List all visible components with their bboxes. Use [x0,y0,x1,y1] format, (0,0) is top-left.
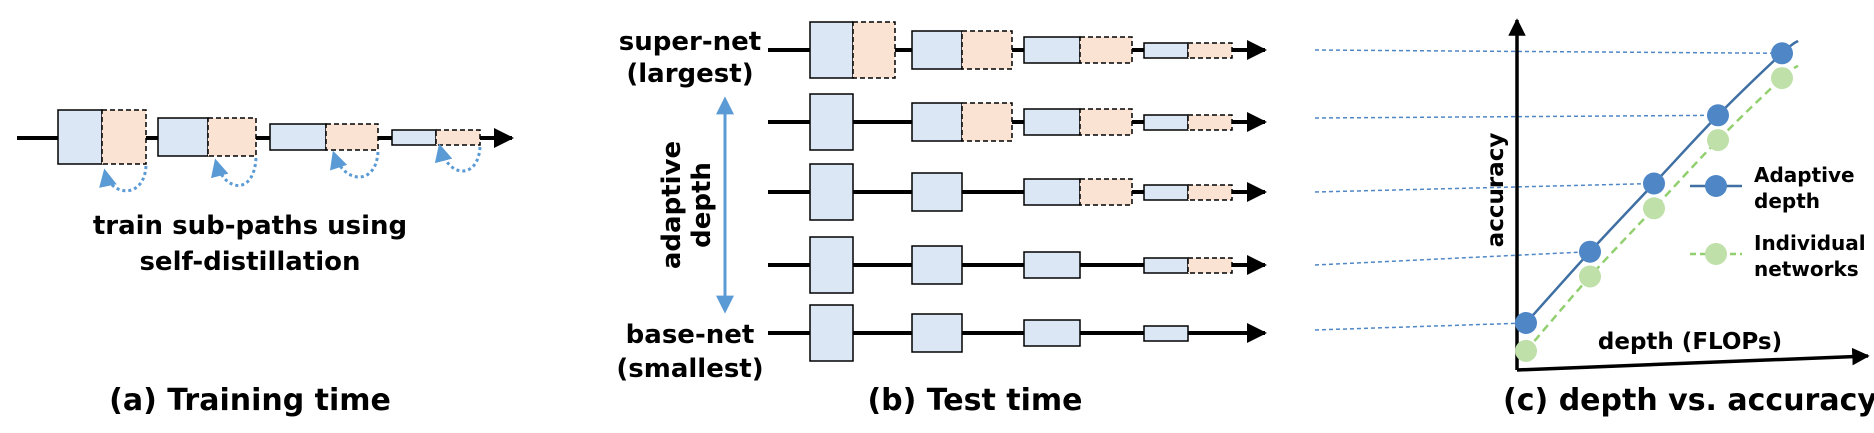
data-point [1515,339,1537,362]
legend-marker [1705,175,1727,197]
panel-a-blocks [57,109,481,165]
data-point [1643,197,1665,220]
guide-line [1314,322,1527,331]
network-row-2 [768,93,1267,151]
row-1-block-3-extra [1079,36,1133,64]
block-2-base [157,117,209,157]
distill-arrow-1 [99,165,148,193]
row-5-block-3 [1023,319,1081,347]
super-net-label-line2: (largest) [626,59,753,89]
legend-label-line1: Adaptive [1754,163,1855,187]
row-to-point-guides [1314,49,1783,331]
block-4-extra [435,129,481,146]
super-net-label-line1: super-net [619,27,761,57]
row-1-block-2 [911,30,963,70]
x-axis-label: depth (FLOPs) [1598,329,1782,355]
adaptive-label-line1: adaptive [657,141,687,269]
block-2-extra [207,117,257,157]
block-3-extra [325,123,379,151]
data-point [1707,129,1729,152]
guide-line [1314,182,1655,193]
row-3-block-2 [911,172,963,212]
row-3-block-3-extra [1079,178,1133,206]
panel-a-training: train sub-paths using self-distillation … [17,109,514,418]
series-points [1515,42,1793,362]
x-axis [1516,347,1870,372]
row-2-block-4 [1143,114,1189,131]
legend-label-line2: depth [1754,189,1820,213]
adaptive-label-line2: depth [687,162,717,248]
data-point [1707,104,1729,127]
data-point [1771,67,1793,90]
block-4-base [391,129,437,146]
row-2-block-2 [911,102,963,142]
panel-b-test: super-net (largest) adaptive depth base-… [616,21,1267,418]
guide-line [1314,49,1783,55]
guide-line [1314,250,1591,266]
data-point [1771,42,1793,65]
row-5-block-1 [809,304,854,362]
base-net-label-line2: (smallest) [616,354,763,384]
base-net-label-line1: base-net [626,320,755,350]
row-4-block-2 [911,245,963,285]
self-distillation-arrows [99,143,482,193]
row-5-block-4 [1143,325,1189,342]
block-1-base [57,109,103,165]
panel-a-annotation-line2: self-distillation [139,247,360,277]
series-line [1525,64,1799,352]
panel-a-caption: (a) Training time [109,383,391,418]
distill-arrow-3 [330,150,380,179]
row-4-block-1 [809,236,854,294]
data-point [1579,265,1601,288]
panel-b-caption: (b) Test time [867,383,1082,418]
row-5-block-2 [911,313,963,353]
legend-label-line2: networks [1754,257,1859,281]
data-point [1515,312,1537,334]
row-2-block-3 [1023,108,1081,136]
y-axis-label: accuracy [1483,133,1509,248]
distill-arrow-4 [434,143,482,173]
block-3-base [269,123,327,151]
block-1-extra [101,109,147,165]
row-1-block-4-extra [1187,42,1233,59]
row-4-block-3 [1023,251,1081,279]
network-row-3 [768,163,1267,221]
row-1-block-2-extra [961,30,1013,70]
data-point [1643,172,1665,195]
row-2-block-1 [809,93,854,151]
row-1-block-1-extra [852,21,896,79]
row-1-block-1 [809,21,854,79]
legend-label-line1: Individual [1754,231,1866,255]
row-4-block-4 [1143,257,1189,274]
row-2-block-4-extra [1187,114,1233,131]
data-point [1579,240,1601,263]
distill-arrow-2 [211,157,258,187]
panel-c-caption: (c) depth vs. accuracy [1503,383,1874,418]
row-3-block-1 [809,163,854,221]
network-row-5 [768,304,1267,362]
row-1-block-4 [1143,42,1189,59]
row-4-block-4-extra [1187,257,1233,274]
row-3-block-4-extra [1187,184,1233,201]
legend-marker [1705,243,1727,265]
row-2-block-2-extra [961,102,1013,142]
row-1-block-3 [1023,36,1081,64]
panel-a-annotation-line1: train sub-paths using [93,211,407,241]
network-row-4 [768,236,1267,294]
network-row-1 [768,21,1267,79]
row-3-block-4 [1143,184,1189,201]
depth-accuracy-chart: accuracy depth (FLOPs) AdaptivedepthIndi… [1314,18,1874,418]
row-3-block-3 [1023,178,1081,206]
row-2-block-3-extra [1079,108,1133,136]
